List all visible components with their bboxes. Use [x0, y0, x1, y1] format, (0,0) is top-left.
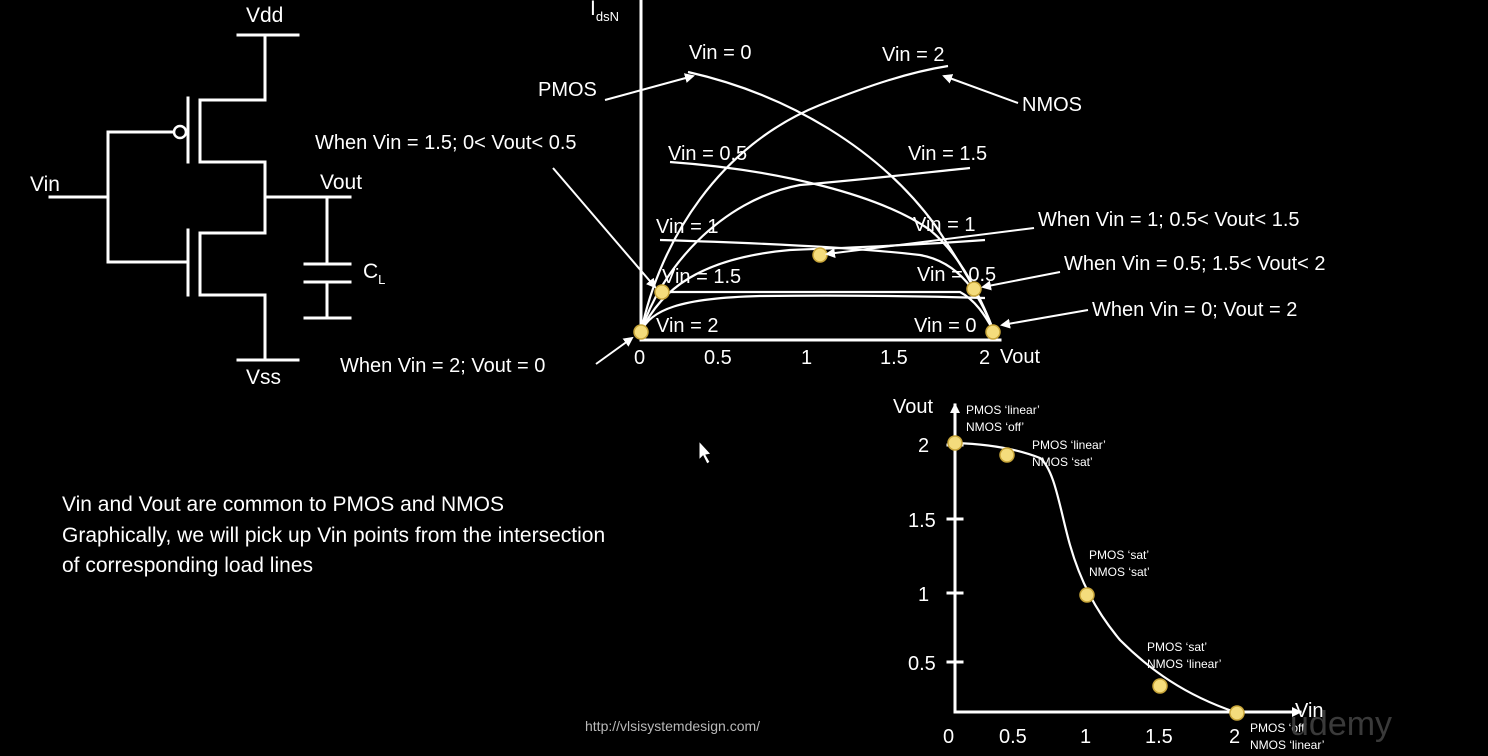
- annotation-arrow-vin-2: [595, 336, 634, 365]
- vtc-y-tick-2: 2: [918, 435, 929, 457]
- pmos-curve-vin-0-5: [669, 160, 995, 331]
- annotation-arrow-vin-1-5: [552, 167, 657, 289]
- op-point-vin-0-5: [966, 281, 982, 297]
- vtc-x-tick-2: 2: [1229, 726, 1240, 748]
- vin-label: Vin: [30, 173, 60, 196]
- vtc-region-1-line1: PMOS ‘linear’: [966, 403, 1040, 417]
- x-tick-0-5: 0.5: [704, 347, 732, 369]
- curve-label-r4-right: Vin = 0.5: [917, 264, 996, 286]
- y-axis-label: IdsN: [590, 0, 619, 24]
- curve-label-r2-right: Vin = 1.5: [908, 143, 987, 165]
- vtc-point-5: [1229, 705, 1245, 721]
- curve-label-r2-left: Vin = 0.5: [668, 143, 747, 165]
- watermark-logo: udemy: [1290, 705, 1392, 743]
- vtc-y-axis-label: Vout: [893, 396, 933, 418]
- annotation-arrow-vin-0-5: [981, 271, 1061, 291]
- vtc-y-tick-0-5: 0.5: [908, 653, 936, 675]
- vtc-region-5-line1: PMOS ‘off’: [1250, 721, 1307, 735]
- vtc-chart: Vout Vin 2 1.5 1 0.5 0 0.5 1 1.5 2 PMOS …: [893, 396, 1324, 752]
- note-line-2: Graphically, we will pick up Vin points …: [62, 523, 606, 547]
- footer-url[interactable]: http://vlsisystemdesign.com/: [585, 718, 760, 734]
- curve-label-r4-left: Vin = 1.5: [662, 266, 741, 288]
- vtc-y-tick-1: 1: [918, 584, 929, 606]
- annotation-arrow-vin-0: [1000, 309, 1089, 329]
- vtc-x-tick-0: 0: [943, 726, 954, 748]
- nmos-label: NMOS: [1022, 94, 1082, 116]
- op-point-vin-2: [633, 324, 649, 340]
- nmos-curve-vin-2: [639, 64, 949, 333]
- note-line-3: of corresponding load lines: [62, 554, 313, 577]
- op-point-vin-0: [985, 324, 1001, 340]
- curve-label-top-left: Vin = 0: [689, 42, 751, 64]
- annotation-vin-2: When Vin = 2; Vout = 0: [340, 355, 545, 377]
- vtc-region-2-line1: PMOS ‘linear’: [1032, 438, 1106, 452]
- x-tick-1-5: 1.5: [880, 347, 908, 369]
- notes-block: Vin and Vout are common to PMOS and NMOS…: [62, 490, 605, 582]
- vtc-region-4-line2: NMOS ‘linear’: [1147, 657, 1221, 671]
- vtc-x-tick-0-5: 0.5: [999, 726, 1027, 748]
- vtc-curve: [954, 441, 1236, 714]
- vtc-region-5-line2: NMOS ‘linear’: [1250, 738, 1324, 752]
- nmos-curve-vin-1-5: [639, 166, 971, 333]
- cmos-inverter-schematic: Vdd Vout Vss Vin CL: [30, 4, 385, 389]
- x-axis-label: Vout: [1000, 346, 1040, 368]
- annotation-vin-1: When Vin = 1; 0.5< Vout< 1.5: [1038, 209, 1300, 231]
- curve-label-top-right: Vin = 2: [882, 44, 944, 66]
- vtc-point-2: [999, 447, 1015, 463]
- curve-label-r3-left: Vin = 1: [656, 216, 718, 238]
- vtc-x-tick-1-5: 1.5: [1145, 726, 1173, 748]
- vtc-point-1: [947, 435, 963, 451]
- vtc-region-3-line2: NMOS ‘sat’: [1089, 565, 1150, 579]
- pmos-label: PMOS: [538, 79, 597, 101]
- vtc-point-4: [1152, 678, 1168, 694]
- annotation-vin-1-5: When Vin = 1.5; 0< Vout< 0.5: [315, 132, 577, 154]
- x-tick-2: 2: [979, 347, 990, 369]
- vout-label: Vout: [320, 171, 362, 194]
- note-line-1: Vin and Vout are common to PMOS and NMOS: [62, 493, 504, 516]
- vtc-point-3: [1079, 587, 1095, 603]
- curve-label-r5-right: Vin = 0: [914, 315, 976, 337]
- nmos-curve-vin-0-5: [639, 294, 986, 333]
- vtc-region-1-line2: NMOS ‘off’: [966, 420, 1024, 434]
- cap-label: CL: [363, 260, 385, 287]
- annotation-vin-0: When Vin = 0; Vout = 2: [1092, 299, 1297, 321]
- vtc-region-4-line1: PMOS ‘sat’: [1147, 640, 1207, 654]
- annotation-vin-0-5: When Vin = 0.5; 1.5< Vout< 2: [1064, 253, 1326, 275]
- op-point-vin-1-5: [654, 284, 670, 300]
- op-point-vin-1: [812, 247, 828, 263]
- pmos-bubble: [172, 124, 188, 140]
- vtc-y-tick-1-5: 1.5: [908, 510, 936, 532]
- mouse-cursor-icon: [698, 439, 712, 465]
- vtc-region-3-line1: PMOS ‘sat’: [1089, 548, 1149, 562]
- vtc-x-tick-1: 1: [1080, 726, 1091, 748]
- vss-label: Vss: [246, 366, 281, 389]
- x-tick-0: 0: [634, 347, 645, 369]
- pmos-arrow: [604, 73, 695, 101]
- curve-label-r3-right: Vin = 1: [913, 214, 975, 236]
- annotation-arrow-vin-1: [825, 227, 1035, 258]
- curve-label-r5-left: Vin = 2: [656, 315, 718, 337]
- load-line-chart: IdsN Vout 0 0.5 1 1.5 2 Vin = 0 Vin = 2 …: [315, 0, 1326, 377]
- vdd-label: Vdd: [246, 4, 283, 27]
- nmos-arrow: [942, 74, 1019, 104]
- vtc-region-2-line2: NMOS ‘sat’: [1032, 455, 1093, 469]
- x-tick-1: 1: [801, 347, 812, 369]
- vtc-x-axis-label: Vin: [1295, 700, 1324, 722]
